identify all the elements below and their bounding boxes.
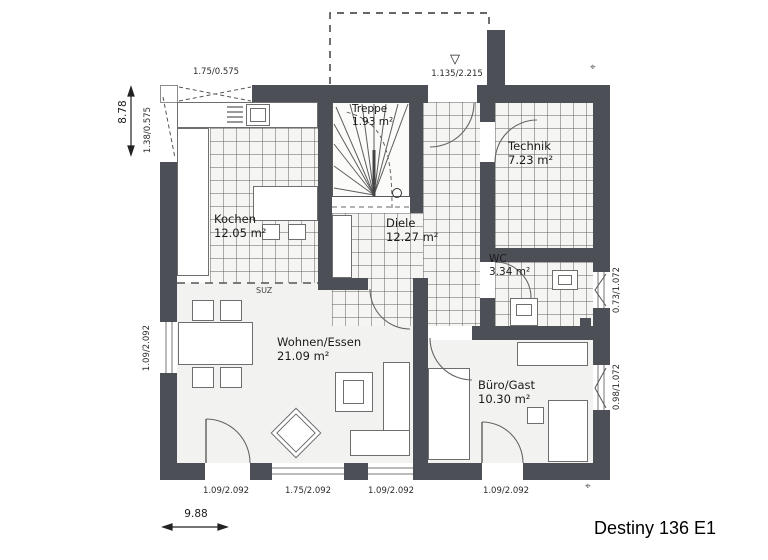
dining-chair (220, 367, 242, 388)
top-window-label: 1.75/0.575 (192, 67, 240, 77)
kitchen-counter-left (177, 128, 209, 276)
dining-chair (192, 300, 214, 321)
wall-segment (477, 85, 610, 103)
technik-floor (495, 102, 593, 248)
wall-kochen-treppe (318, 102, 332, 290)
diele-floor-east (423, 102, 480, 326)
armchair (335, 372, 373, 412)
wall-segment (593, 410, 610, 480)
right-buero-window-label: 0.98/1.072 (612, 363, 622, 411)
chimney-block (487, 30, 505, 103)
dining-chair (192, 367, 214, 388)
left-top-window-label: 1.38/0.575 (143, 106, 153, 154)
bar-stool (262, 224, 280, 240)
wall-diele-wc (480, 298, 495, 326)
wall-segment (593, 85, 610, 272)
desk (517, 342, 588, 366)
bed (548, 400, 588, 462)
sofa-vertical (383, 362, 410, 433)
wall-corner-block (160, 85, 178, 103)
wc-toilet (510, 298, 538, 326)
wc-shaft (580, 318, 591, 326)
bottom-window-large-label: 1.75/2.092 (284, 486, 332, 496)
wardrobe (428, 368, 470, 460)
kitchen-sink (246, 104, 270, 126)
bottom-door-right-label: 1.09/2.092 (482, 486, 530, 496)
wall-treppe-diele (410, 102, 423, 213)
wall-segment (160, 373, 177, 480)
dining-chair (220, 300, 242, 321)
wall-technik-wc (495, 248, 593, 262)
kitchen-island (253, 186, 318, 221)
entrance-marker-icon: ▽ (450, 52, 460, 67)
wall-segment (252, 85, 428, 103)
wall-diele-wohnen (318, 278, 368, 290)
sofa-horizontal (350, 430, 410, 456)
wall-segment (344, 463, 368, 480)
survey-marker-icon: ⌖ (585, 481, 591, 492)
survey-marker-icon: ⌖ (590, 62, 596, 73)
wall-segment (523, 463, 610, 480)
wall-diele-technik (480, 162, 495, 262)
wall-segment (250, 463, 272, 480)
wall-segment (160, 463, 205, 480)
suz-label: SUZ (256, 286, 273, 295)
wall-segment (160, 162, 177, 322)
bar-stool (288, 224, 306, 240)
wc-sink (552, 270, 578, 290)
bottom-door-left-label: 1.09/2.092 (202, 486, 250, 496)
bottom-window-small-label: 1.09/2.092 (367, 486, 415, 496)
plan-title: Destiny 136 E1 (594, 518, 717, 538)
wall-segment (593, 308, 610, 365)
right-wc-window-label: 0.73/1.072 (612, 266, 622, 314)
left-dimension-label: 8.78 (117, 100, 129, 124)
entrance-door-label: 1.135/2.215 (431, 69, 483, 79)
left-mid-window-label: 1.09/2.092 (142, 324, 152, 372)
wall-diele-technik (480, 102, 495, 122)
wall-wohnen-buero (413, 278, 428, 463)
wall-segment (413, 463, 482, 480)
bottom-dimension-label: 9.88 (184, 508, 208, 520)
dining-table (178, 322, 253, 365)
hall-cabinet (332, 215, 352, 278)
stool (527, 407, 544, 424)
wall-wc-buero (472, 326, 593, 340)
